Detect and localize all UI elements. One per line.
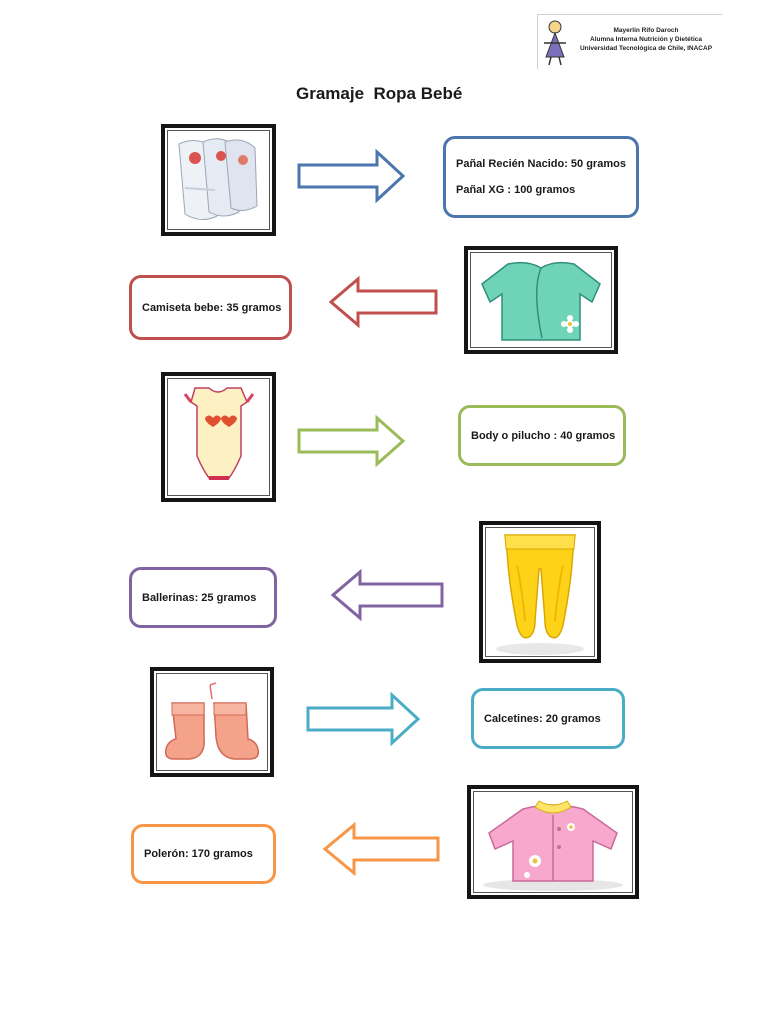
credit-university: Universidad Tecnológica de Chile, INACAP	[579, 45, 713, 52]
diaper-newborn-weight: Pañal Recién Nacido: 50 gramos	[456, 158, 626, 170]
bodysuit-icon	[183, 387, 255, 480]
arrow-left-icon	[330, 568, 444, 622]
arrow-right-icon	[297, 148, 406, 204]
arrow-right-icon	[297, 414, 406, 468]
baby-pants-icon	[496, 534, 584, 655]
shirt-weight: Camiseta bebe: 35 gramos	[142, 301, 282, 314]
arrow-right-icon	[306, 691, 421, 747]
author-credit: Mayerlin Rifo Daroch Alumna Interna Nutr…	[537, 14, 722, 69]
shirt-weight-label: Camiseta bebe: 35 gramos	[129, 275, 292, 340]
credit-name: Mayerlin Rifo Daroch	[613, 27, 679, 34]
socks-icon	[164, 682, 260, 760]
page-title: Gramaje Ropa Bebé	[296, 84, 463, 103]
bodysuit-weight-label: Body o pilucho : 40 gramos	[458, 405, 626, 466]
arrow-left-icon	[322, 821, 440, 877]
shirt-image	[464, 246, 618, 354]
pants-image	[479, 521, 601, 663]
bodysuit-image	[161, 372, 276, 502]
sweater-weight-label: Polerón: 170 gramos	[131, 824, 276, 884]
student-figure-icon	[544, 20, 566, 66]
arrow-left-icon	[328, 275, 438, 329]
bodysuit-weight: Body o pilucho : 40 gramos	[471, 429, 616, 442]
socks-weight-label: Calcetines: 20 gramos	[471, 688, 625, 749]
sweater-icon	[483, 800, 623, 891]
ballerinas-weight: Ballerinas: 25 gramos	[142, 591, 257, 604]
socks-image	[150, 667, 274, 777]
diaper-image	[161, 124, 276, 236]
sweater-weight: Polerón: 170 gramos	[144, 848, 253, 860]
diaper-icon	[178, 138, 258, 220]
socks-weight: Calcetines: 20 gramos	[484, 712, 601, 725]
diaper-xg-weight: Pañal XG : 100 gramos	[456, 184, 576, 196]
credit-program: Alumna Interna Nutrición y Dietética	[590, 36, 702, 43]
diaper-weight-label: Pañal Recién Nacido: 50 gramos Pañal XG …	[443, 136, 639, 218]
ballerinas-weight-label: Ballerinas: 25 gramos	[129, 567, 277, 628]
sweater-image	[467, 785, 639, 899]
baby-shirt-icon	[481, 261, 601, 341]
